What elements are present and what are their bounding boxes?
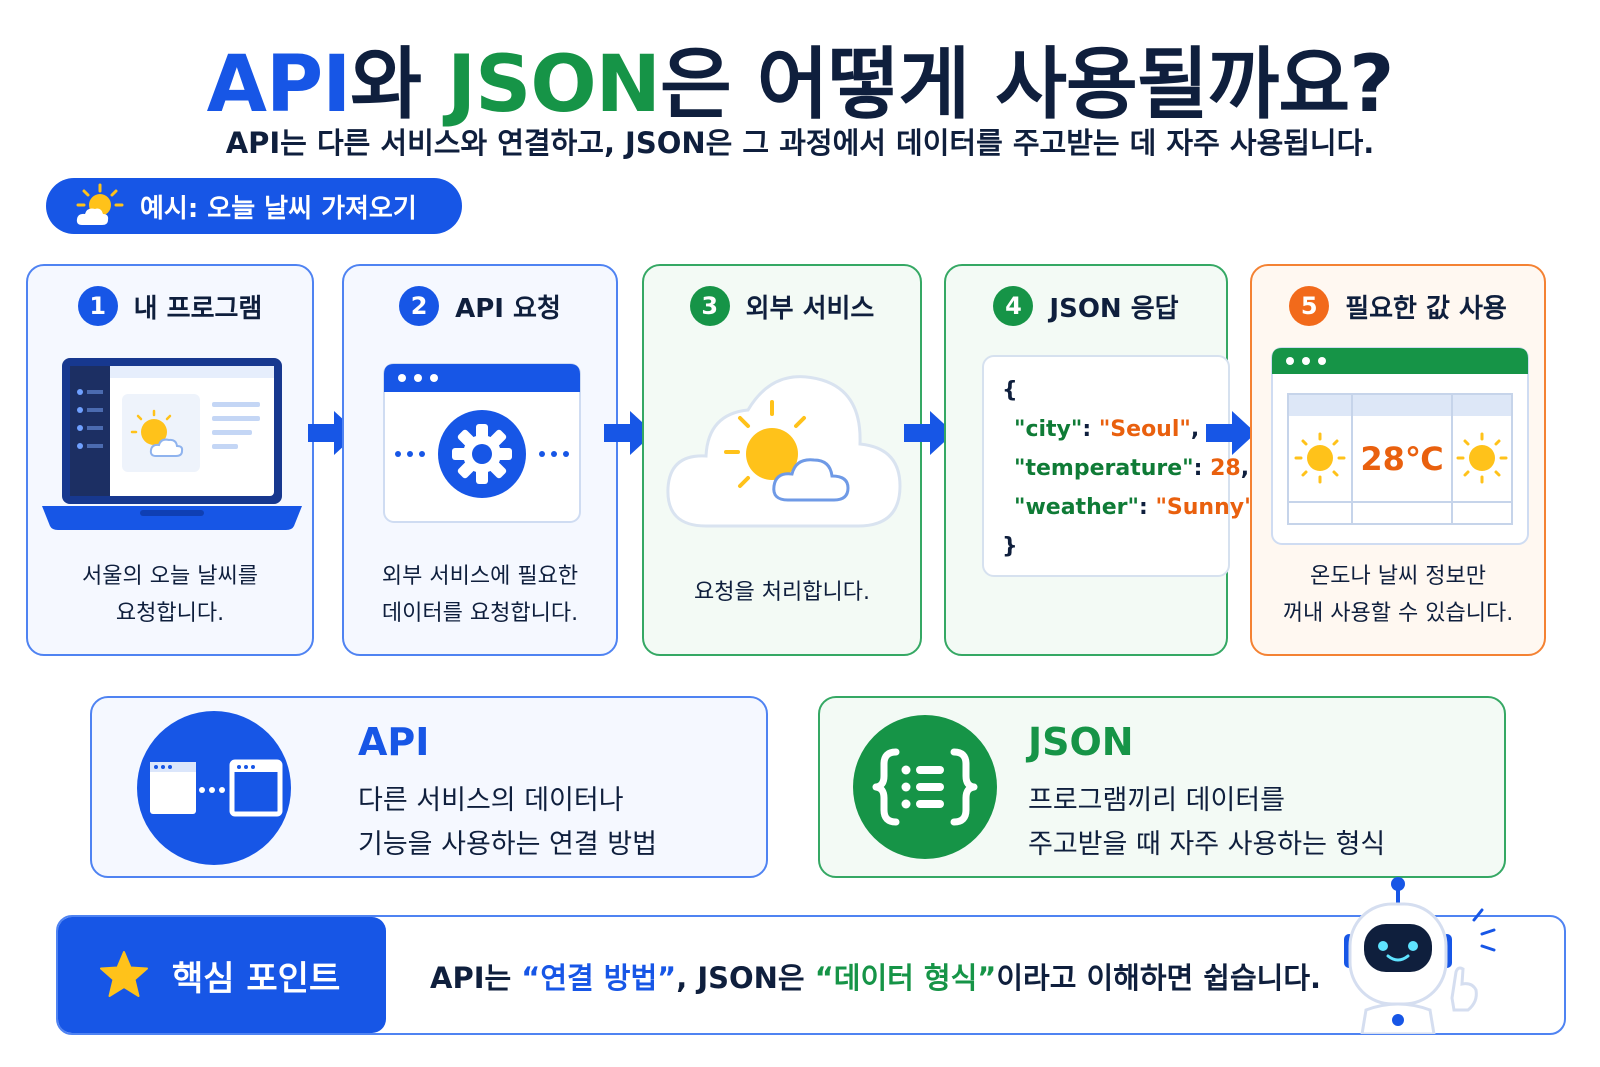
step-number: 4	[993, 286, 1034, 326]
page-title: API와 JSON은 어떻게 사용될까요?	[0, 22, 1600, 134]
temperature-value: 28℃	[1360, 440, 1444, 478]
json-braces-icon	[853, 715, 997, 859]
step-header: 2 API 요청	[344, 286, 616, 326]
json-line-weather: "weather": "Sunny"	[1002, 488, 1256, 527]
key-point-part: 이라고 이해하면 쉽습니다.	[996, 961, 1322, 995]
key-point-label-text: 핵심 포인트	[172, 958, 341, 999]
json-sep: :	[1082, 417, 1099, 442]
step-number: 2	[399, 286, 440, 326]
json-code-block: { "city": "Seoul", "temperature": 28, "w…	[982, 355, 1256, 577]
step-title: 외부 서비스	[745, 293, 875, 324]
key-point-banner: 핵심 포인트 API는 “연결 방법”, JSON은 “데이터 형식”이라고 이…	[56, 915, 1566, 1035]
sun-cloud-icon	[76, 183, 124, 225]
step-description: 요청을 처리합니다.	[644, 574, 920, 611]
json-line-city: "city": "Seoul",	[1002, 410, 1228, 449]
title-rest: 은 어떻게 사용될까요?	[659, 40, 1394, 130]
json-definition-card: JSON 프로그램끼리 데이터를 주고받을 때 자주 사용하는 형식	[818, 696, 1506, 878]
json-value: "Seoul"	[1098, 417, 1191, 442]
json-comma: ,	[1190, 417, 1200, 442]
robot-mascot-icon	[1344, 877, 1496, 1034]
step-number: 5	[1289, 286, 1330, 326]
json-definition-line: 주고받을 때 자주 사용하는 형식	[1028, 829, 1386, 860]
step-description: 온도나 날씨 정보만 꺼내 사용할 수 있습니다.	[1252, 558, 1544, 632]
json-line-temperature: "temperature": 28,	[1002, 449, 1249, 488]
example-label: 예시: 오늘 날씨 가져오기	[140, 193, 417, 224]
json-close-brace: }	[1002, 534, 1018, 559]
api-definition-line: 다른 서비스의 데이터나	[358, 785, 624, 816]
json-comma: ,	[1240, 456, 1250, 481]
json-sep: :	[1193, 456, 1211, 481]
api-definition-line: 기능을 사용하는 연결 방법	[358, 829, 657, 860]
step-header: 4 JSON 응답	[946, 286, 1226, 326]
star-icon	[100, 951, 148, 997]
page-subtitle: API는 다른 서비스와 연결하고, JSON은 그 과정에서 데이터를 주고받…	[225, 126, 1375, 160]
step-title: 필요한 값 사용	[1345, 293, 1507, 324]
json-definition-line: 프로그램끼리 데이터를	[1028, 785, 1285, 816]
step-desc-line: 요청을 처리합니다.	[694, 580, 870, 605]
arrow-right-icon	[904, 411, 954, 455]
key-point-label: 핵심 포인트	[58, 917, 386, 1033]
step-card-use-value: 5 필요한 값 사용 28℃ 온도나 날씨 정보만 꺼내 사용할 수 있습니다.	[1250, 264, 1546, 656]
step-title: API 요청	[455, 293, 561, 324]
weather-table-icon	[1271, 347, 1529, 545]
json-open-brace: {	[1002, 378, 1018, 403]
step-desc-line: 꺼내 사용할 수 있습니다.	[1282, 601, 1514, 626]
step-desc-line: 서울의 오늘 날씨를	[82, 564, 258, 589]
step-card-my-program: 1 내 프로그램 서울의 오늘 날씨를 요청합니다.	[26, 264, 314, 656]
step-title: 내 프로그램	[133, 293, 263, 324]
key-point-highlight-json: “데이터 형식”	[814, 961, 997, 995]
step-number: 3	[689, 286, 730, 326]
json-key: "weather"	[1014, 495, 1139, 520]
example-badge: 예시: 오늘 날씨 가져오기	[46, 178, 462, 234]
title-wa: 와	[350, 40, 448, 130]
json-key: "city"	[1014, 417, 1083, 442]
api-definition-title: API	[358, 720, 430, 764]
json-definition-title: JSON	[1028, 720, 1134, 764]
title-api: API	[206, 40, 352, 130]
step-header: 1 내 프로그램	[28, 286, 312, 326]
step-header: 3 외부 서비스	[644, 286, 920, 326]
step-card-api-request: 2 API 요청 외부 서비스에 필요한 데이터를 요청합니다.	[342, 264, 618, 656]
json-value: "Sunny"	[1155, 495, 1256, 520]
key-point-highlight-api: “연결 방법”	[521, 961, 677, 995]
key-point-part: API는	[430, 961, 522, 995]
step-desc-line: 요청합니다.	[115, 601, 225, 626]
api-definition-card: API 다른 서비스의 데이터나 기능을 사용하는 연결 방법	[90, 696, 768, 878]
key-point-text: API는 “연결 방법”, JSON은 “데이터 형식”이라고 이해하면 쉽습니…	[430, 955, 1321, 997]
step-desc-line: 데이터를 요청합니다.	[381, 601, 579, 626]
api-connection-icon	[137, 711, 291, 865]
json-value: 28	[1210, 456, 1241, 481]
step-desc-line: 온도나 날씨 정보만	[1310, 564, 1486, 589]
laptop-icon	[42, 358, 302, 530]
step-description: 서울의 오늘 날씨를 요청합니다.	[28, 558, 312, 632]
step-desc-line: 외부 서비스에 필요한	[381, 564, 579, 589]
step-header: 5 필요한 값 사용	[1252, 286, 1544, 326]
step-description: 외부 서비스에 필요한 데이터를 요청합니다.	[344, 558, 616, 632]
api-gear-window-icon	[383, 363, 581, 523]
step-card-external-service: 3 외부 서비스 요청을 처리합니다.	[642, 264, 922, 656]
title-json: JSON	[447, 40, 661, 130]
key-point-part: , JSON은	[676, 961, 815, 995]
step-number: 1	[77, 286, 118, 326]
arrow-right-icon	[604, 411, 654, 455]
json-sep: :	[1138, 495, 1156, 520]
json-key: "temperature"	[1014, 456, 1194, 481]
cloud-sun-icon	[666, 375, 902, 528]
arrow-right-icon	[1206, 411, 1256, 455]
step-title: JSON 응답	[1049, 293, 1179, 324]
